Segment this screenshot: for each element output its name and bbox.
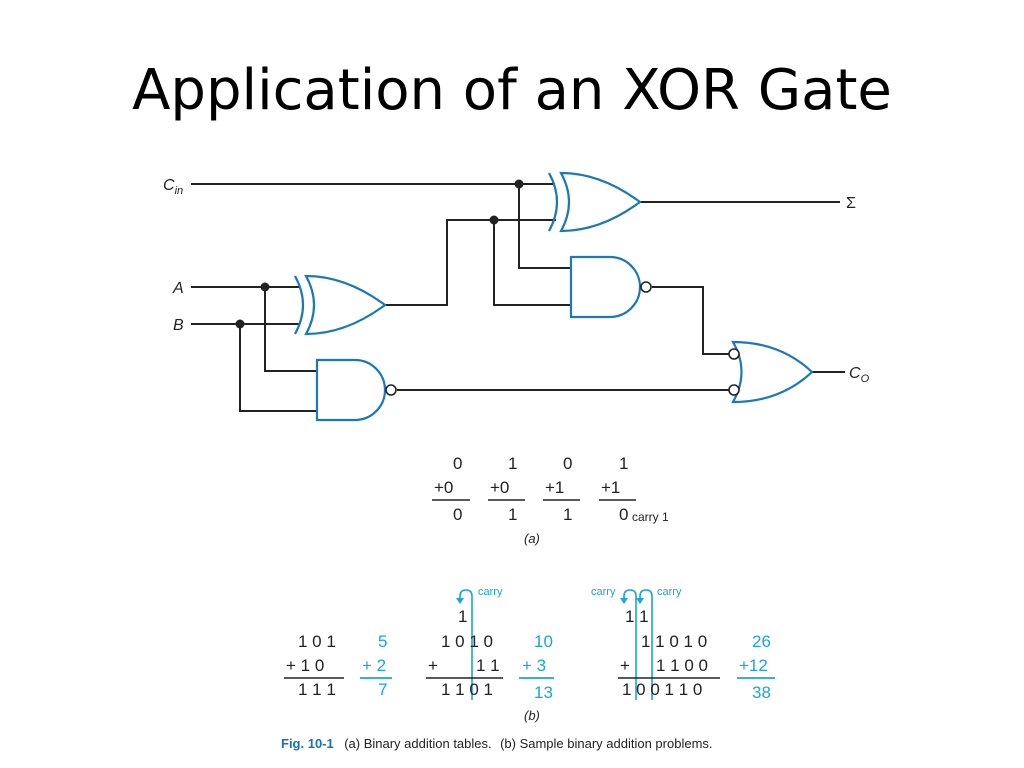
wire-b-to-and1	[239, 324, 318, 412]
sum-result: 1	[563, 505, 572, 524]
carry-arrowhead	[636, 598, 644, 604]
binary-bottom: + 1 0	[286, 656, 324, 675]
addend-bottom: +1	[545, 478, 564, 497]
decimal-top: 10	[534, 632, 553, 651]
binary-top: 1 1 0 1 0	[641, 632, 707, 651]
binary-top: 1 0 1 0	[441, 632, 493, 651]
carry-label-left: carry	[591, 586, 616, 598]
xor-gate-2	[548, 171, 642, 233]
figure-caption: Fig. 10-1 (a) Binary addition tables. (b…	[281, 735, 713, 752]
label-b: (b)	[524, 708, 540, 723]
addend-bottom: +1	[601, 478, 620, 497]
decimal-bottom: + 3	[522, 656, 546, 675]
binary-top: 1 0 1	[298, 632, 336, 651]
decimal-bottom: +12	[739, 656, 768, 675]
wire-xor1-to-and2	[493, 220, 572, 306]
label-a: (a)	[524, 531, 540, 546]
addend-top: 1	[619, 454, 628, 473]
wires	[191, 183, 845, 412]
decimal-result: 7	[378, 680, 387, 699]
addend-top: 0	[563, 454, 572, 473]
wire-a-to-and1	[264, 287, 318, 372]
wire-cin-to-and2	[518, 184, 572, 269]
sum-result: 0	[619, 505, 628, 524]
problem-3: carry carry 1 1 1 1 0 1 0 + 1 1 0 0 1 0 …	[591, 586, 775, 702]
problem-2: carry 1 1 0 1 0 + 1 1 1 1 0 1 10 + 3 13	[426, 586, 554, 702]
carry-digits: 1 1	[625, 607, 649, 626]
decimal-bottom: + 2	[362, 656, 386, 675]
junction-dot	[260, 282, 270, 292]
table-column-4: 1 +1 0 carry 1	[599, 454, 669, 524]
plus-sign: +	[428, 656, 438, 675]
sum-result: 0	[453, 505, 462, 524]
carry-arrowhead	[456, 598, 464, 604]
junction-dot	[235, 319, 245, 329]
input-label-b: B	[173, 317, 184, 334]
sum-result: 1	[508, 505, 517, 524]
carry-arrow-right	[639, 589, 653, 700]
or-gate	[728, 340, 814, 404]
junction-dot	[514, 179, 524, 189]
carry-arrowhead	[620, 598, 628, 604]
input-label-cin: Cin	[163, 177, 183, 197]
circuit-diagram: Cin A B	[163, 171, 870, 422]
binary-result: 1 0 0 1 1 0	[622, 680, 702, 699]
nand-gate-2	[569, 255, 652, 319]
problem-1: 1 0 1 + 1 0 1 1 1 5 + 2 7	[284, 632, 392, 699]
decimal-result: 38	[752, 683, 771, 702]
output-label-sum: Σ	[846, 195, 856, 212]
addend-top: 0	[453, 454, 462, 473]
addition-table-a: 0 +0 0 1 +0 1 0 +1 1 1 +1 0 carry 1 (a)	[432, 454, 669, 546]
table-column-2: 1 +0 1	[488, 454, 525, 524]
input-label-a: A	[172, 280, 184, 297]
carry-arrow-left	[623, 589, 637, 700]
wire-xor1-out	[385, 219, 556, 306]
binary-result: 1 1 0 1	[441, 680, 493, 699]
binary-result: 1 1 1	[298, 680, 336, 699]
table-column-3: 0 +1 1	[543, 454, 580, 524]
binary-bottom: 1 1 0 0	[656, 656, 708, 675]
junction-dot	[489, 215, 499, 225]
carry-digit: 1	[458, 607, 467, 626]
carry-note: carry 1	[632, 510, 669, 524]
carry-label-right: carry	[657, 586, 682, 598]
wire-nand2-out	[652, 286, 729, 355]
plus-sign: +	[620, 656, 630, 675]
slide-title: Application of an XOR Gate	[132, 58, 892, 123]
decimal-top: 26	[752, 632, 771, 651]
addend-top: 1	[508, 454, 517, 473]
binary-bottom: 1 1	[476, 656, 500, 675]
decimal-result: 13	[534, 683, 553, 702]
addend-bottom: +0	[490, 478, 509, 497]
carry-label: carry	[478, 586, 503, 598]
output-label-co: CO	[849, 365, 870, 385]
decimal-top: 5	[378, 632, 387, 651]
addend-bottom: +0	[434, 478, 453, 497]
nand-gate-1	[315, 358, 397, 422]
addition-problems-b: 1 0 1 + 1 0 1 1 1 5 + 2 7 carry 1 1 0 1 …	[284, 586, 775, 723]
table-column-1: 0 +0 0	[432, 454, 470, 524]
xor-gate-1	[294, 274, 387, 336]
carry-arrow	[459, 589, 473, 700]
